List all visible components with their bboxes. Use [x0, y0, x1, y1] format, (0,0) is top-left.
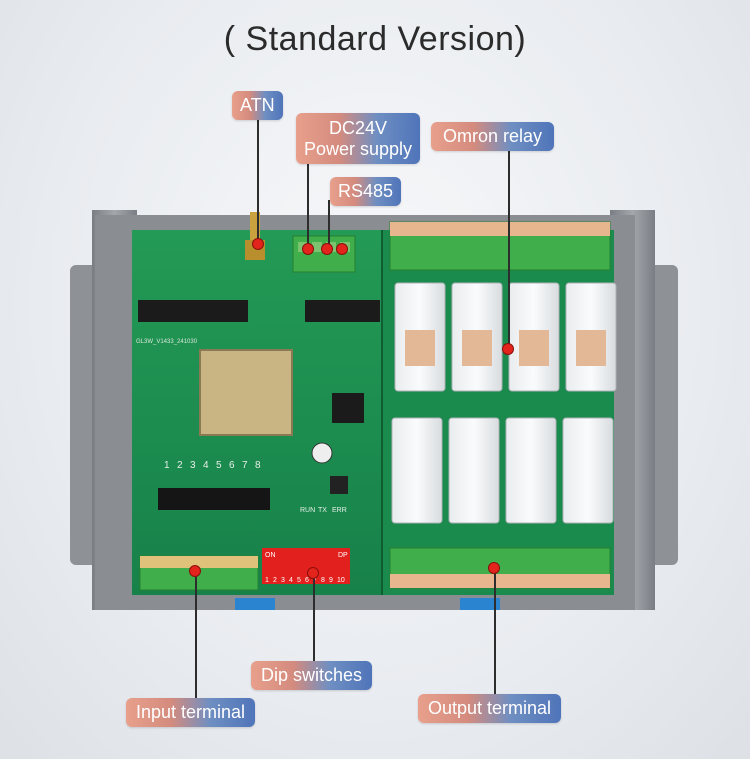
power-label-line1: DC24V: [329, 118, 388, 138]
power-rs485-terminal: [292, 235, 356, 273]
input-number-4: 4: [203, 460, 209, 471]
atn-callout-line: [257, 117, 259, 242]
capacitor: [311, 442, 333, 464]
power-supply-label: DC24V Power supply: [296, 113, 421, 165]
dip-on-label: ON: [265, 552, 276, 559]
dip-dp-label: DP: [338, 552, 348, 559]
dip-printing: ON DP 1 2 3 4 5 6 7 8 9 10: [265, 552, 348, 584]
led-label-err: ERR: [332, 507, 347, 514]
led-labels: RUN TX ERR: [300, 507, 347, 514]
omron-callout-dot: [503, 344, 513, 354]
rs485-callout-dot-1: [322, 244, 332, 254]
dip-number-5: 5: [297, 577, 301, 584]
input-number-1: 1: [164, 460, 170, 471]
dip-callout-dot: [308, 568, 318, 578]
dip-number-3: 3: [281, 577, 285, 584]
atn-label: ATN: [232, 91, 283, 120]
relay-terminal-bottom: [389, 547, 611, 589]
input-number-7: 7: [242, 460, 248, 471]
rs485-label: RS485: [330, 177, 402, 206]
ic-chip: [332, 393, 364, 423]
input-number-2: 2: [177, 460, 183, 471]
input-number-5: 5: [216, 460, 222, 471]
dip-number-7: 7: [313, 577, 317, 584]
dip-callout-line: [313, 571, 315, 668]
pcb-code: GL3W_V1433_241030: [136, 339, 198, 345]
input-callout-dot: [190, 566, 200, 576]
dip-number-9: 9: [329, 577, 333, 584]
dip-switch-block: [262, 548, 350, 584]
omron-relay-label: Omron relay: [431, 122, 555, 151]
output-terminal-label: Output terminal: [418, 694, 562, 723]
rs485-callout-line: [328, 200, 330, 248]
dip-switches-label: Dip switches: [251, 661, 373, 690]
input-callout-line: [195, 571, 197, 701]
output-callout-dot: [489, 563, 499, 573]
dip-number-6: 6: [305, 577, 309, 584]
led-label-run: RUN: [300, 507, 315, 514]
page-title: ( Standard Version): [223, 20, 527, 58]
rs485-callout-dot-2: [337, 244, 347, 254]
dip-number-1: 1: [265, 577, 269, 584]
input-number-8: 8: [255, 460, 261, 471]
dip-number-2: 2: [273, 577, 277, 584]
dip-number-4: 4: [289, 577, 293, 584]
input-number-6: 6: [229, 460, 235, 471]
dip-number-10: 10: [337, 577, 345, 584]
output-callout-line: [494, 567, 496, 697]
omron-callout-line: [508, 149, 510, 349]
power-callout-line: [307, 162, 309, 247]
input-indicators: [158, 488, 270, 510]
pin-header-right: [305, 300, 380, 322]
input-terminal-label: Input terminal: [126, 698, 256, 727]
input-numbers: 1 2 3 4 5 6 7 8: [164, 460, 261, 471]
omron-relays: [391, 282, 617, 524]
relay-terminal-top: [389, 221, 611, 271]
reset-button: [330, 476, 348, 494]
pin-header-left: [138, 300, 248, 322]
led-label-tx: TX: [318, 507, 327, 514]
memory-module: [199, 349, 293, 436]
dip-number-8: 8: [321, 577, 325, 584]
power-callout-dot: [303, 244, 313, 254]
input-number-3: 3: [190, 460, 196, 471]
atn-callout-dot: [253, 239, 263, 249]
power-label-line2: Power supply: [304, 138, 413, 159]
